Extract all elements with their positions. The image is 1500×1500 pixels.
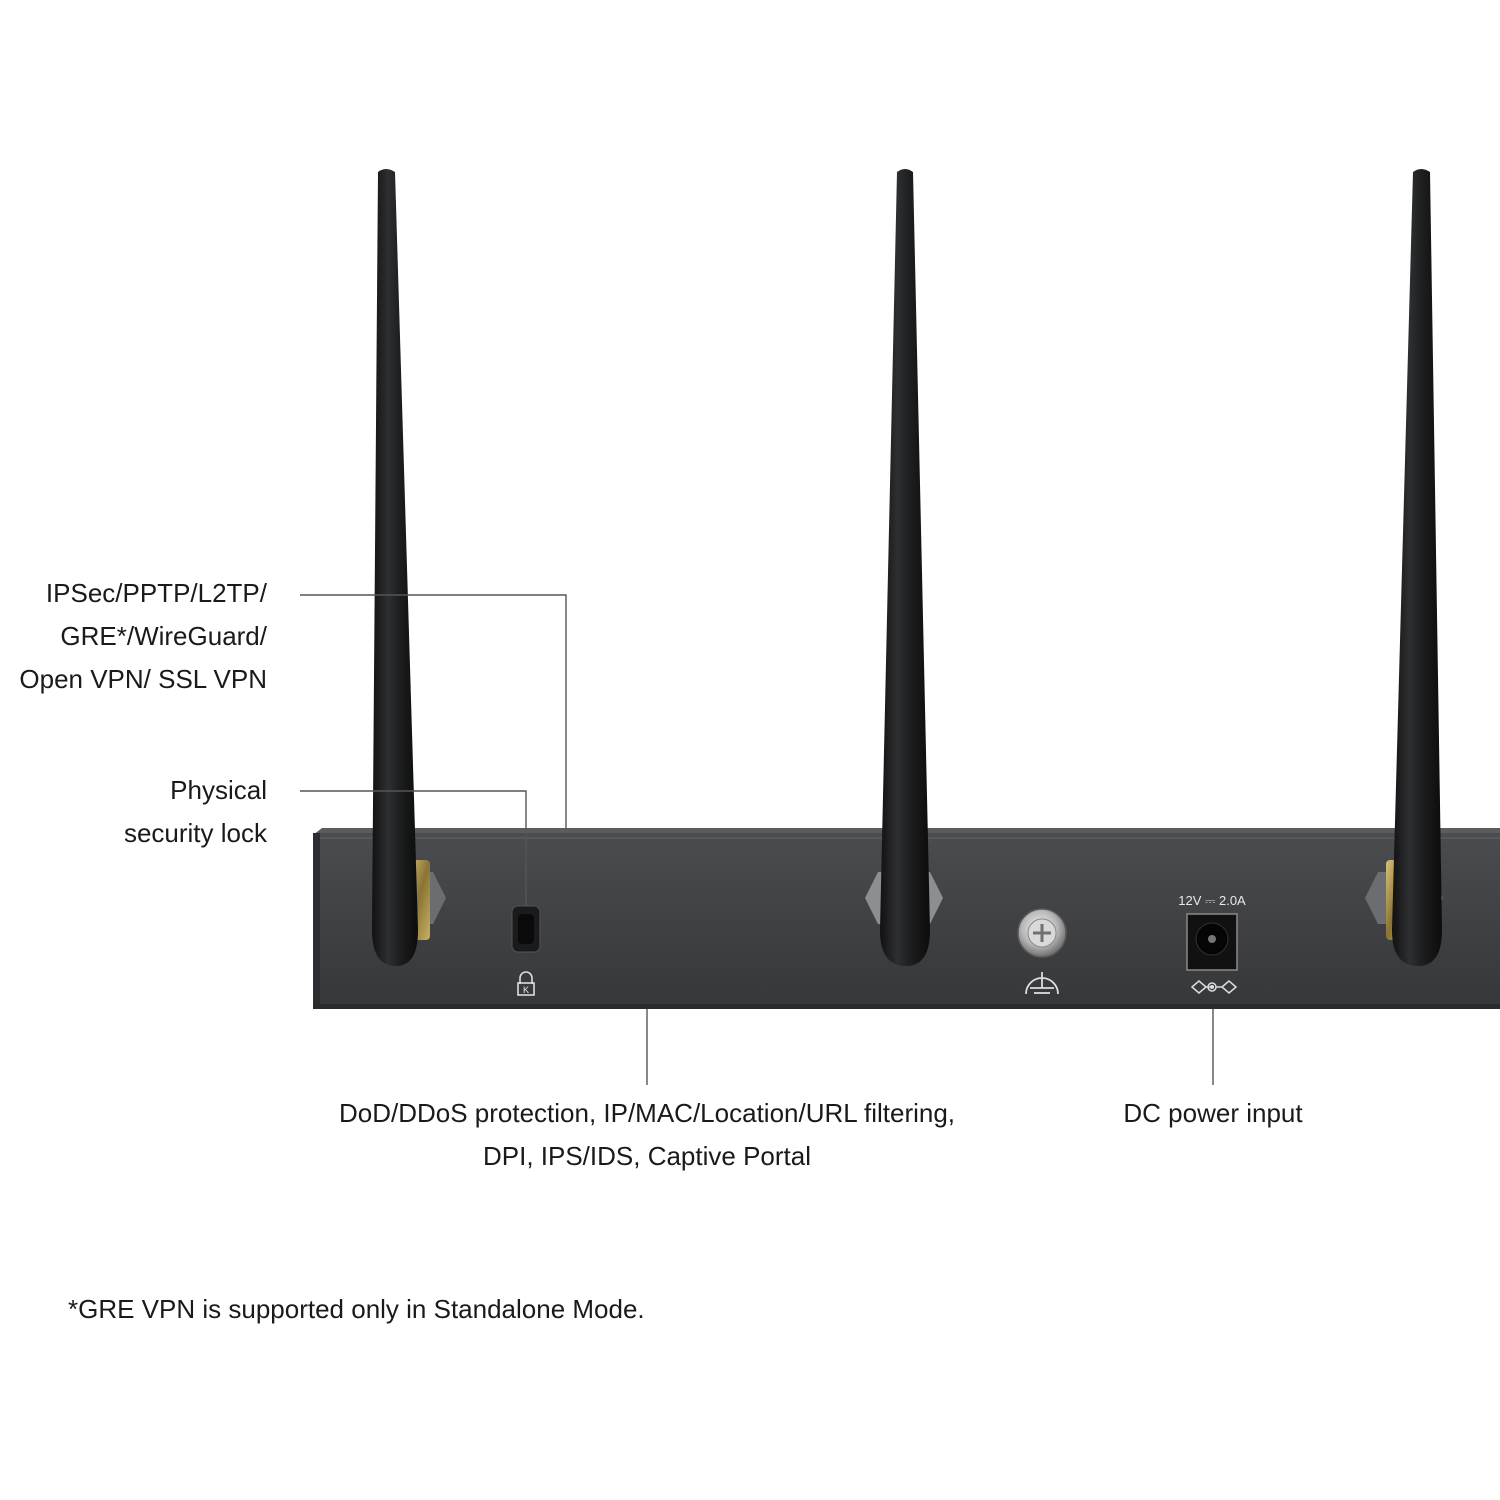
callout-security-features: DoD/DDoS protection, IP/MAC/Location/URL…	[296, 1092, 998, 1178]
callout-vpn: IPSec/PPTP/L2TP/ GRE*/WireGuard/ Open VP…	[19, 572, 267, 701]
leader-lines	[300, 594, 1214, 1085]
antenna-center	[880, 169, 930, 966]
callout-vpn-line: Open VPN/ SSL VPN	[19, 664, 267, 694]
antenna-left	[372, 169, 418, 966]
dc-power-jack	[1186, 913, 1238, 971]
callout-security-line: DoD/DDoS protection, IP/MAC/Location/URL…	[338, 1098, 956, 1128]
callout-security-lock: Physical security lock	[124, 769, 267, 855]
security-lock-slot	[511, 905, 541, 953]
callout-security-line: DPI, IPS/IDS, Captive Portal	[482, 1141, 811, 1171]
callout-vpn-line: GRE*/WireGuard/	[60, 621, 267, 651]
lock-icon: K	[517, 971, 535, 996]
power-rating-label: 12V ⎓ 2.0A	[1178, 893, 1246, 908]
svg-text:K: K	[523, 985, 529, 995]
callout-lock-line: Physical	[170, 775, 267, 805]
callout-lock-line: security lock	[123, 818, 267, 848]
ground-icon	[1025, 972, 1059, 995]
leader-line-vpn	[300, 594, 567, 828]
antenna-right	[1392, 169, 1442, 966]
callout-dc-power: DC power input	[1083, 1092, 1343, 1135]
footnote: *GRE VPN is supported only in Standalone…	[68, 1294, 645, 1324]
callout-power-line: DC power input	[1123, 1098, 1303, 1128]
polarity-icon	[1190, 980, 1238, 994]
ground-screw	[1017, 908, 1067, 958]
callout-vpn-line: IPSec/PPTP/L2TP/	[45, 578, 267, 608]
leader-line-lock	[300, 790, 527, 906]
